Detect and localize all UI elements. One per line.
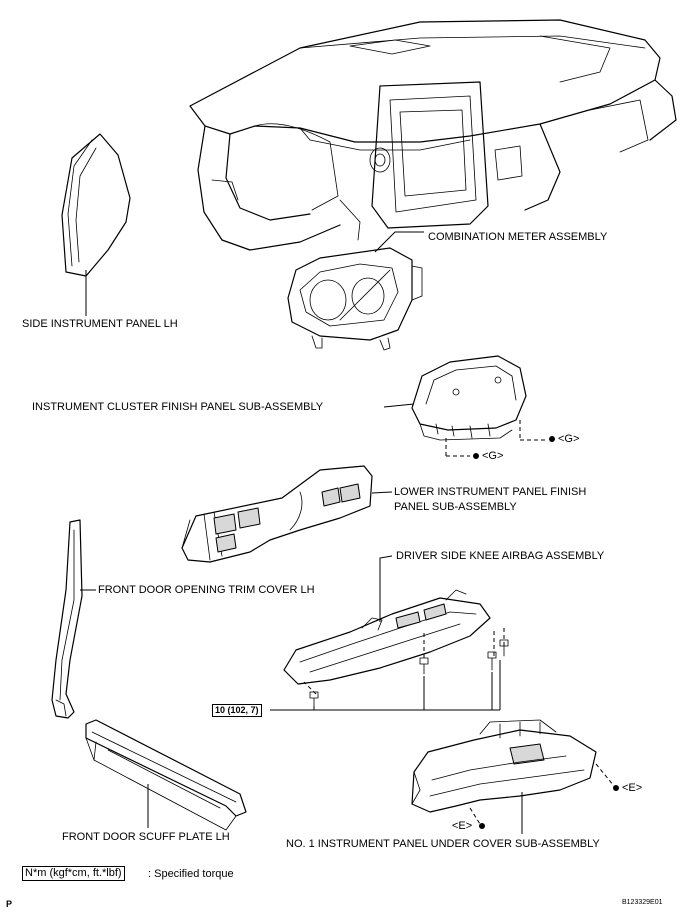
label-clip-g-right: <G> [558, 433, 580, 445]
combination-meter-illustration [287, 231, 424, 351]
cluster-finish-panel-illustration [383, 355, 555, 459]
label-lower-finish-panel-1: LOWER INSTRUMENT PANEL FINISH [394, 486, 587, 498]
label-clip-e-right: <E> [622, 782, 643, 794]
footer-p-mark: P [6, 899, 13, 909]
label-knee-airbag: DRIVER SIDE KNEE AIRBAG ASSEMBLY [396, 550, 605, 562]
side-panel-illustration [61, 133, 131, 316]
legend-description: : Specified torque [148, 868, 234, 880]
figure-id: B123329E01 [622, 899, 663, 906]
label-side-instrument-panel: SIDE INSTRUMENT PANEL LH [22, 318, 178, 330]
label-under-cover: NO. 1 INSTRUMENT PANEL UNDER COVER SUB-A… [286, 838, 600, 850]
label-cluster-finish-panel: INSTRUMENT CLUSTER FINISH PANEL SUB-ASSE… [32, 401, 324, 413]
under-cover-illustration [411, 719, 619, 834]
label-clip-e-left: <E> [452, 820, 473, 832]
torque-leaders [270, 660, 501, 711]
label-combination-meter: COMBINATION METER ASSEMBLY [428, 231, 608, 243]
torque-value-box: 10 (102, 7) [212, 704, 262, 717]
dashboard-illustration [189, 19, 677, 251]
legend-unit-box: N*m (kgf*cm, ft.*lbf) [22, 866, 125, 881]
lower-finish-panel-illustration [181, 465, 393, 563]
label-door-trim-cover: FRONT DOOR OPENING TRIM COVER LH [98, 584, 315, 596]
door-trim-cover-illustration [51, 519, 96, 719]
label-lower-finish-panel-2: PANEL SUB-ASSEMBLY [394, 501, 517, 513]
scuff-plate-illustration [85, 719, 247, 831]
knee-airbag-illustration [283, 555, 505, 695]
label-clip-g-left: <G> [482, 450, 504, 462]
bolt-set [309, 639, 509, 707]
label-scuff-plate: FRONT DOOR SCUFF PLATE LH [62, 831, 230, 843]
